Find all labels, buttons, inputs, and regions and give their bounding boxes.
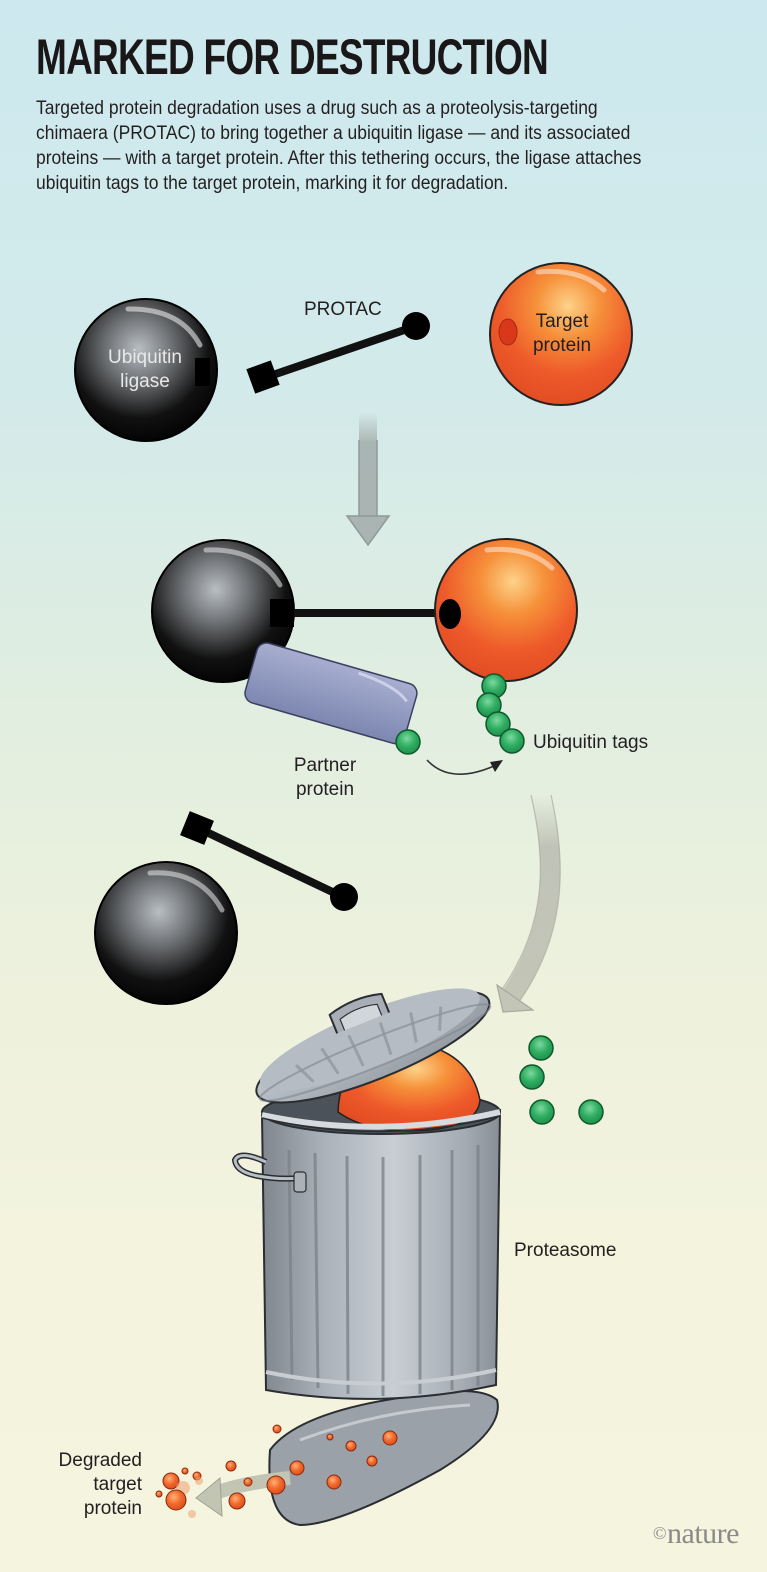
ubiquitin-ligase-sphere-3 — [94, 861, 238, 1005]
nature-logo: nature — [667, 1517, 739, 1550]
label-partner-protein-line1: Partner — [293, 755, 357, 776]
label-degraded-line1: Degraded — [58, 1450, 142, 1471]
label-partner-protein-line2: protein — [295, 779, 355, 800]
partner-protein — [244, 642, 418, 745]
protac-molecule-3 — [180, 811, 358, 911]
label-ubiquitin-tags: Ubiquitin tags — [533, 732, 649, 753]
protac-molecule-1 — [246, 312, 430, 394]
ubiquitin-on-partner — [395, 729, 421, 755]
page-title: MARKED FOR DESTRUCTION — [36, 29, 549, 85]
label-ubiquitin-ligase: Ubiquitin ligase — [92, 346, 198, 394]
label-protac: PROTAC — [304, 299, 382, 320]
released-ubiquitin — [519, 1035, 604, 1125]
down-arrow-icon — [345, 412, 391, 547]
transfer-arrow-icon — [426, 759, 503, 775]
nature-credit: ©nature — [652, 1517, 740, 1551]
curved-arrow-icon — [496, 792, 561, 1013]
intro-paragraph: Targeted protein degradation uses a drug… — [36, 98, 642, 194]
label-partner-protein: Partner protein — [280, 754, 370, 802]
protac-molecule-2 — [270, 599, 444, 627]
label-ubiquitin-ligase-line1: Ubiquitin — [108, 347, 182, 368]
label-target-protein-line1: Target — [535, 311, 589, 332]
ubiquitin-tag-chain — [476, 673, 525, 754]
label-degraded-line2: target — [93, 1474, 142, 1495]
label-ubiquitin-ligase-line2: ligase — [120, 371, 170, 392]
target-protein-sphere-1 — [489, 262, 633, 406]
label-proteasome: Proteasome — [514, 1240, 617, 1261]
copyright-icon: © — [652, 1523, 667, 1543]
label-target-protein: Target protein — [512, 310, 612, 358]
degraded-fragments — [155, 1424, 398, 1518]
label-target-protein-line2: protein — [532, 335, 592, 356]
label-degraded-line3: protein — [83, 1498, 142, 1519]
ubiquitin-ligase-sphere-1 — [74, 298, 218, 442]
proteasome-trash-can — [231, 988, 502, 1527]
label-degraded-target-protein: Degraded target protein — [30, 1449, 142, 1521]
target-protein-sphere-2 — [434, 538, 578, 682]
